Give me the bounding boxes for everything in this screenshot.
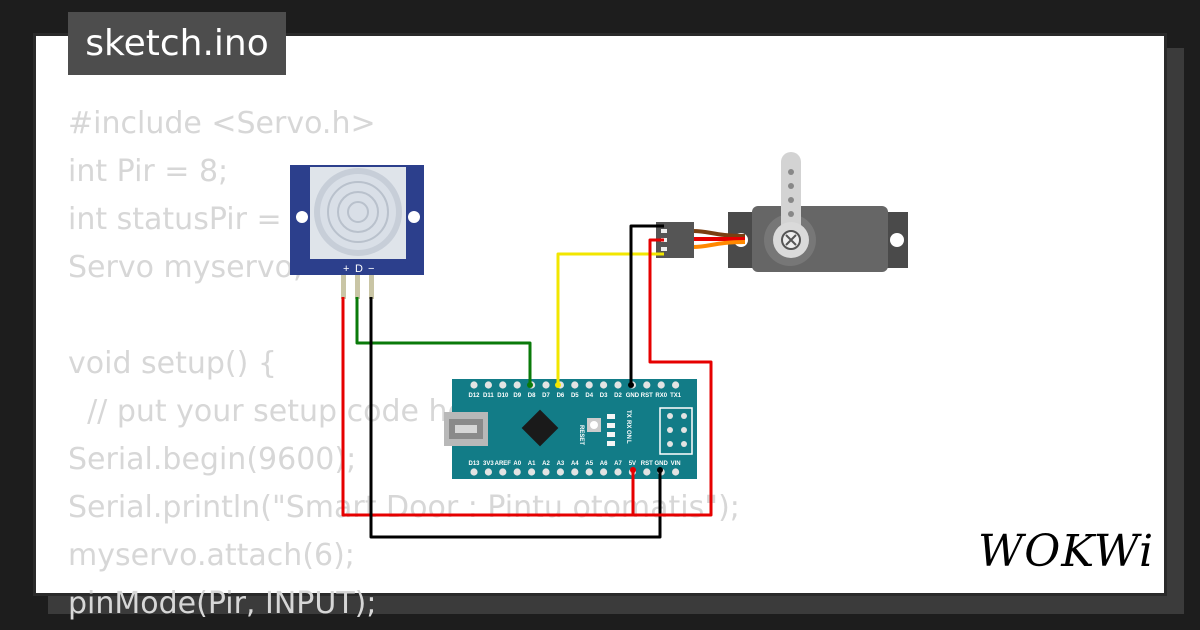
- top-pin-label: D8: [528, 393, 536, 399]
- led-label-rx: RX: [625, 420, 631, 428]
- code-line: pinMode(Pir, INPUT);: [68, 586, 377, 621]
- bottom-pin-label: A0: [513, 461, 521, 467]
- bottom-pin: [556, 468, 565, 476]
- bottom-pin-label: A6: [600, 461, 608, 467]
- top-pin: [484, 381, 492, 389]
- top-pin: [585, 381, 593, 389]
- top-pin: [614, 381, 622, 389]
- bottom-pin-label: A3: [557, 461, 565, 467]
- led-label-on: ON: [625, 430, 631, 439]
- bottom-pin-label: 5V: [629, 461, 636, 467]
- bottom-pin-label: AREF: [495, 461, 512, 467]
- pir-sensor: + D −: [290, 165, 424, 299]
- wire-servo-gnd: [629, 224, 664, 385]
- code-line: int statusPir = 0;: [68, 202, 321, 237]
- top-pin: [657, 381, 665, 389]
- code-line: Serial.begin(9600);: [68, 442, 357, 477]
- bottom-pin-label: A1: [528, 461, 536, 467]
- top-pin-label: D9: [513, 393, 521, 399]
- pir-pin-gnd-label: −: [368, 263, 374, 275]
- code-line: void setup() {: [68, 346, 277, 381]
- led-label-l: L: [625, 440, 631, 444]
- top-pin-label: D7: [542, 393, 550, 399]
- bottom-pin: [571, 468, 579, 476]
- top-pin-label: TX1: [670, 393, 682, 399]
- top-pin: [643, 381, 651, 389]
- file-tab[interactable]: sketch.ino: [68, 12, 286, 75]
- diagram-card: [33, 33, 1167, 596]
- wokwi-logo: WOKWi: [978, 526, 1155, 577]
- wire-servo-signal: [556, 252, 664, 385]
- bottom-pin-label: GND: [655, 461, 669, 467]
- bottom-pin-label: A5: [585, 461, 593, 467]
- top-pin: [672, 381, 680, 389]
- bottom-pin-label: A4: [571, 461, 579, 467]
- top-pin-label: D12: [468, 393, 480, 399]
- top-pin: [571, 381, 579, 389]
- top-pin-label: RX0: [655, 393, 667, 399]
- bottom-pin: [614, 468, 622, 476]
- wire-servo-vcc: [633, 238, 713, 517]
- top-pin-label: D4: [585, 393, 593, 399]
- top-pin-label: D3: [600, 393, 608, 399]
- code-line: myservo.attach(6);: [68, 538, 355, 573]
- pir-pin-data-label: D: [355, 263, 363, 275]
- bottom-pin-label: 3V3: [483, 461, 494, 467]
- code-line: int Pir = 8;: [68, 154, 229, 189]
- top-pin-label: GND: [626, 393, 640, 399]
- top-pin-label: D2: [614, 393, 622, 399]
- top-pin-label: D10: [497, 393, 509, 399]
- bottom-pin-label: A2: [542, 461, 550, 467]
- wire-pir-vcc: [341, 297, 635, 517]
- bottom-pin: [470, 468, 478, 476]
- bottom-pin-label: D13: [468, 461, 480, 467]
- bottom-pin: [499, 468, 507, 476]
- top-pin: [513, 381, 521, 389]
- top-pin: [499, 381, 507, 389]
- pir-pin-vcc-label: +: [343, 263, 349, 275]
- top-pin: [542, 381, 550, 389]
- code-line: Serial.println("Smart Door : Pintu otoma…: [68, 490, 740, 525]
- servo-motor: [656, 152, 908, 272]
- bottom-pin: [513, 468, 521, 476]
- bottom-pin: [528, 468, 536, 476]
- code-line: #include <Servo.h>: [68, 106, 376, 141]
- top-pin-label: D11: [483, 393, 494, 399]
- wire-pir-data: [355, 297, 532, 385]
- bottom-pin: [484, 468, 492, 476]
- wire-pir-gnd: [369, 297, 662, 539]
- top-pin-label: D5: [571, 393, 579, 399]
- bottom-pin: [542, 468, 550, 476]
- bottom-pin-label: VIN: [671, 461, 681, 467]
- bottom-pin-label: A7: [614, 461, 622, 467]
- top-pin-label: D6: [557, 393, 565, 399]
- top-pin: [470, 381, 478, 389]
- bottom-pin-label: RST: [641, 461, 653, 467]
- bottom-pin: [672, 468, 680, 476]
- reset-label: RESET: [578, 425, 584, 445]
- top-pin-label: RST: [641, 393, 653, 399]
- bottom-pin: [643, 468, 651, 476]
- led-label-tx: TX: [625, 410, 631, 418]
- wires: [341, 224, 713, 539]
- code-line: Servo myservo;: [68, 250, 304, 285]
- bottom-pin: [600, 468, 608, 476]
- top-pin: [600, 381, 608, 389]
- bottom-pin: [585, 468, 593, 476]
